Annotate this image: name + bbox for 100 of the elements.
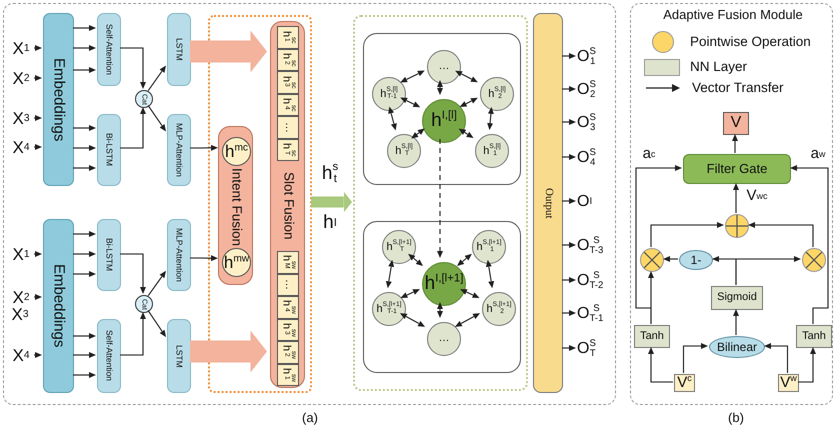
double-arrow (400, 70, 425, 82)
node-label: Self-Attention (104, 24, 114, 76)
arrow (73, 125, 96, 131)
embedding-layer (43, 13, 74, 186)
double-arrow (437, 80, 443, 95)
layer-block (97, 319, 121, 393)
arrow (733, 309, 739, 335)
double-arrow (460, 98, 478, 108)
double-arrow (458, 128, 474, 138)
graph-node (382, 230, 416, 264)
arrow (748, 222, 814, 247)
node-label: … (282, 279, 294, 290)
arrow (562, 154, 576, 160)
node-label: V$^{c}$ (677, 375, 692, 391)
center-node (422, 99, 466, 143)
graph-node (427, 322, 461, 356)
graph-node (482, 292, 516, 326)
operation-circle (725, 214, 749, 238)
graph-panel (363, 33, 521, 185)
arrow (790, 165, 829, 324)
vector-cell (277, 364, 299, 386)
arrow (733, 183, 739, 213)
arrow (73, 45, 96, 51)
graph-panel (363, 221, 521, 373)
arrow (148, 270, 166, 296)
arrow (73, 271, 96, 277)
node-label: Filter Gate (706, 162, 768, 176)
node-label: … (438, 333, 450, 345)
arrow (34, 45, 42, 51)
arrow (562, 310, 576, 316)
double-arrow (400, 98, 420, 108)
output-vector-box (723, 112, 749, 135)
graph-node (427, 50, 461, 84)
vector-cell (277, 138, 299, 161)
state-circle (222, 248, 251, 277)
embedding-layer (43, 219, 74, 393)
node-label: V$^{w}$ (780, 375, 797, 391)
arrow (34, 144, 42, 150)
layer-block (167, 319, 191, 393)
arrow (73, 165, 96, 171)
node-label: h$^{I,[l+1]}$ (424, 274, 464, 294)
panel-caption: (a) (301, 409, 319, 427)
vector-cell (277, 26, 299, 48)
math-label: h$^{I}$ (322, 211, 338, 236)
layer-block (97, 13, 121, 86)
arrow (562, 198, 576, 204)
node-label: LSTM (174, 38, 184, 61)
arrow (34, 352, 42, 358)
legend-label: NN Layer (690, 58, 748, 76)
vector-cell (277, 71, 299, 94)
arrow (650, 222, 724, 247)
arrow (73, 251, 96, 257)
arrow (635, 165, 682, 324)
layer-block (167, 219, 191, 291)
fusion-block (218, 126, 253, 285)
fusion-block (270, 21, 305, 388)
node-label: MLP-Attention (174, 228, 184, 282)
arrow (663, 256, 678, 262)
arrow (73, 231, 96, 237)
arrow (120, 107, 146, 149)
vector-cell (277, 318, 299, 341)
double-arrow (408, 254, 423, 266)
block-arrow (190, 30, 267, 72)
layer-block (97, 219, 121, 291)
nn-layer-box (711, 286, 763, 310)
graph-node (472, 230, 506, 264)
arrow (73, 352, 96, 358)
vector-cell (277, 274, 299, 296)
node-label: Self-Attention (104, 330, 114, 382)
node-label: Tanh (640, 330, 664, 342)
arrow (73, 145, 96, 151)
node-label: Intent Fusion (228, 167, 246, 247)
nn-layer-box (796, 325, 832, 348)
arrow (148, 310, 166, 338)
state-circle (222, 137, 251, 166)
input-vector-box (674, 374, 695, 392)
arrow (148, 65, 166, 91)
layer-block (167, 13, 191, 86)
node-label: h$^{mc}$ (224, 142, 248, 160)
node-label: LSTM (174, 344, 184, 368)
operation-circle (640, 248, 664, 272)
dotted-region (208, 15, 312, 393)
arrow (34, 251, 42, 257)
arrow (34, 115, 42, 121)
double-arrow (486, 260, 494, 288)
node-label: Output (542, 188, 554, 218)
node-label: h$^{I,[l]}$ (431, 111, 457, 131)
arrow (562, 86, 576, 92)
operation-ellipse (679, 250, 713, 270)
output-layer (533, 13, 563, 393)
arrow (562, 345, 576, 351)
double-arrow (388, 106, 397, 131)
graph-node (372, 292, 406, 326)
node-label: Embeddings (50, 58, 66, 142)
arrow (73, 67, 96, 73)
operation-circle (802, 248, 826, 272)
operation-ellipse (709, 336, 765, 358)
panel-frame (3, 3, 616, 405)
block-arrow (190, 330, 267, 372)
arrow (190, 255, 218, 262)
